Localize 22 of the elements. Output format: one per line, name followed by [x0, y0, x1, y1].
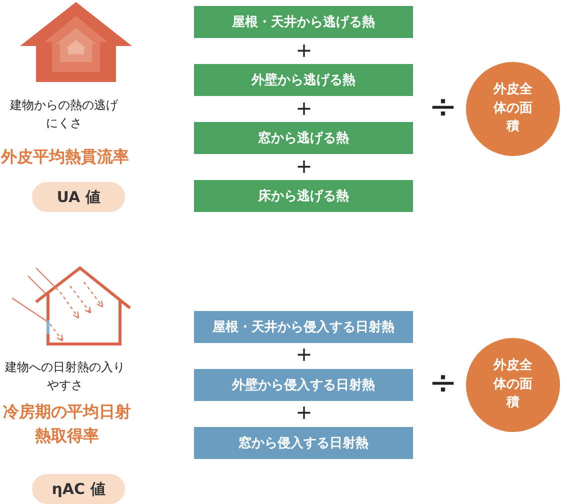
plus-sign: +: [294, 344, 314, 364]
index-title: 冷房期の平均日射熱取得率: [2, 401, 132, 447]
plus-sign: +: [294, 40, 314, 60]
value-badge: UA 値: [32, 182, 125, 212]
plus-sign: +: [294, 156, 314, 176]
divide-sign: ÷: [428, 366, 458, 400]
plus-sign: +: [294, 98, 314, 118]
heat-loss-box: 窓から逃げる熱: [194, 122, 413, 154]
heat-loss-box: 屋根・天井から逃げる熱: [194, 6, 413, 38]
heat-loss-box: 床から逃げる熱: [194, 180, 413, 212]
area-circle: 外皮全体の面積: [466, 62, 560, 156]
solar-heat-box: 屋根・天井から侵入する日射熱: [194, 311, 413, 343]
plus-sign: +: [294, 402, 314, 422]
description-text: 建物への日射熱の入りやすさ: [4, 359, 126, 394]
solar-heat-box: 外壁から侵入する日射熱: [194, 369, 413, 401]
index-title: 外皮平均熱貫流率: [0, 146, 130, 168]
value-badge: ηAC 値: [32, 474, 125, 504]
area-circle: 外皮全体の面積: [466, 338, 560, 432]
heat-loss-box: 外壁から逃げる熱: [194, 64, 413, 96]
solar-heat-box: 窓から侵入する日射熱: [194, 427, 413, 459]
description-text: 建物からの熱の逃げにくさ: [9, 97, 120, 132]
divide-sign: ÷: [428, 90, 458, 124]
